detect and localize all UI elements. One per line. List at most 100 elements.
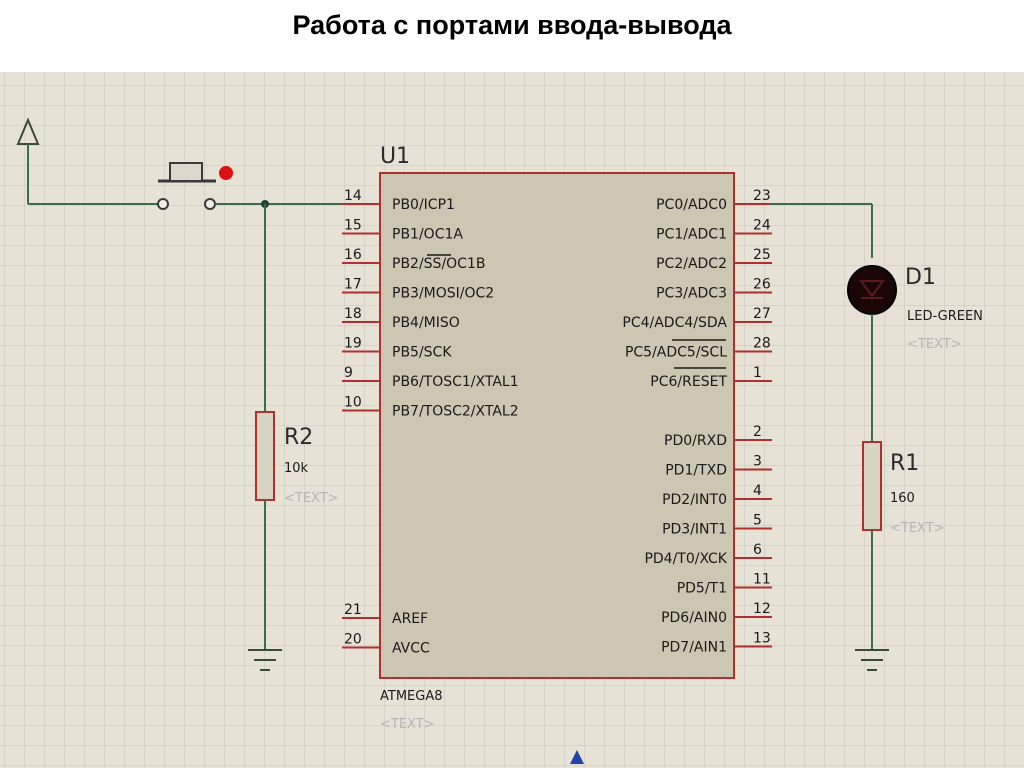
pin-label: AREF: [392, 611, 428, 627]
mcu-ref: U1: [380, 144, 410, 169]
pin-label: PD1/TXD: [665, 463, 727, 479]
pin-label: PB5/SCK: [392, 345, 452, 361]
resistor-r2[interactable]: [255, 411, 275, 501]
pin-number: 13: [753, 631, 771, 647]
pin-number: 21: [344, 602, 362, 618]
r1-value: 160: [890, 491, 915, 506]
pin-number: 11: [753, 572, 771, 588]
led-text-placeholder: <TEXT>: [907, 337, 962, 352]
pin-number: 12: [753, 601, 771, 617]
mcu-part: ATMEGA8: [380, 689, 443, 704]
pin-number: 5: [753, 513, 762, 529]
probe-marker-icon: [570, 750, 584, 764]
mcu-body[interactable]: [379, 172, 735, 679]
led-value: LED-GREEN: [907, 309, 983, 324]
pin-label: PB4/MISO: [392, 315, 460, 331]
pin-label: PC2/ADC2: [656, 256, 727, 272]
schematic-canvas: R2 10k <TEXT> U1 ATMEGA8 <TEXT> 14PB0/IC…: [0, 72, 1024, 768]
pin-number: 26: [753, 277, 771, 293]
pin-number: 10: [344, 395, 362, 411]
slide-title: Работа с портами ввода-вывода: [292, 10, 732, 40]
r1-ref: R1: [890, 451, 919, 476]
r1-text-placeholder: <TEXT>: [890, 521, 945, 536]
pin-label: PB3/MOSI/OC2: [392, 286, 494, 302]
pin-label: AVCC: [392, 641, 430, 657]
pin-label: PC4/ADC4/SDA: [622, 315, 727, 331]
mcu-text-placeholder: <TEXT>: [380, 717, 435, 732]
push-button[interactable]: [157, 162, 233, 210]
pin-number: 1: [753, 365, 762, 381]
pin-number: 6: [753, 542, 762, 558]
pin-label: PB7/TOSC2/XTAL2: [392, 404, 519, 420]
pin-label: PD4/T0/XCK: [644, 551, 727, 567]
pin-label: PC1/ADC1: [656, 227, 727, 243]
pin-number: 24: [753, 218, 771, 234]
r2-ref: R2: [284, 425, 313, 450]
pin-number: 17: [344, 277, 362, 293]
pin-number: 25: [753, 247, 771, 263]
pin-number: 14: [344, 188, 362, 204]
led-d1[interactable]: [847, 265, 897, 315]
ground-symbol-right: [855, 649, 889, 671]
pin-label: PD2/INT0: [662, 492, 727, 508]
resistor-r1[interactable]: [862, 441, 882, 531]
pin-label: PC5/ADC5/SCL: [625, 345, 727, 361]
pin-label: PD7/AIN1: [661, 640, 727, 656]
pin-number: 3: [753, 454, 762, 470]
pin-number: 2: [753, 424, 762, 440]
pin-label: PD5/T1: [677, 581, 727, 597]
pin-number: 19: [344, 336, 362, 352]
button-state-dot: [219, 166, 233, 180]
ground-symbol-left: [248, 649, 282, 671]
pin-number: 18: [344, 306, 362, 322]
pin-label: PD0/RXD: [664, 433, 727, 449]
pin-number: 27: [753, 306, 771, 322]
pin-label: PB0/ICP1: [392, 197, 455, 213]
pin-number: 16: [344, 247, 362, 263]
r2-text-placeholder: <TEXT>: [284, 491, 339, 506]
pin-number: 28: [753, 336, 771, 352]
r2-value: 10k: [284, 461, 309, 476]
pin-number: 15: [344, 218, 362, 234]
pin-label: PB6/TOSC1/XTAL1: [392, 374, 519, 390]
pin-number: 20: [344, 632, 362, 648]
pin-number: 9: [344, 365, 353, 381]
led-ref: D1: [905, 265, 936, 290]
pin-label: PC0/ADC0: [656, 197, 727, 213]
pin-label: PB2/SS/OC1B: [392, 256, 485, 272]
pin-number: 23: [753, 188, 771, 204]
pin-number: 4: [753, 483, 762, 499]
mcu-right-pins: 23PC0/ADC024PC1/ADC125PC2/ADC226PC3/ADC3…: [622, 188, 772, 656]
pin-label: PD3/INT1: [662, 522, 727, 538]
pin-label: PC3/ADC3: [656, 286, 727, 302]
power-terminal[interactable]: [16, 117, 40, 204]
pin-label: PD6/AIN0: [661, 610, 727, 626]
pin-label: PB1/OC1A: [392, 227, 463, 243]
